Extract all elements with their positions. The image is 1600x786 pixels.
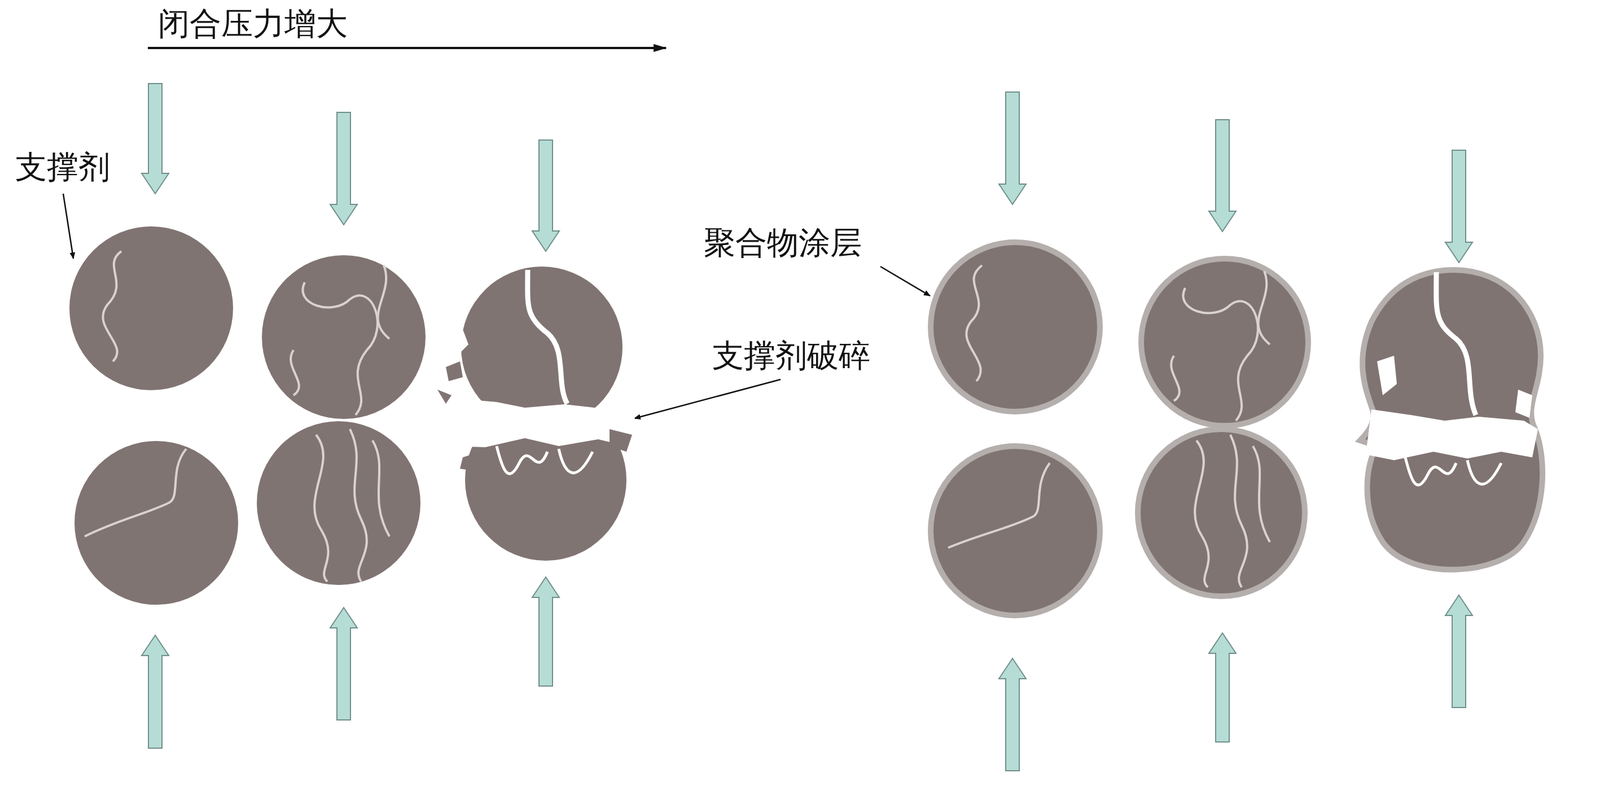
load-arrow: [1208, 119, 1236, 232]
micro-cracks: [948, 265, 1270, 587]
load-arrow: [330, 112, 358, 225]
part-label: 支撑剂: [15, 147, 111, 186]
proppant: [69, 226, 426, 605]
pressure-arrow: [147, 46, 666, 50]
crushed-proppant: [437, 266, 635, 561]
pressure-label: 闭合压力增大: [158, 4, 348, 43]
load-arrow: [330, 607, 358, 720]
leader-line: [634, 379, 781, 419]
load-arrow: [141, 83, 169, 194]
part-label: 支撑剂破碎: [712, 336, 871, 375]
load-arrow: [141, 634, 169, 748]
load-arrow: [1208, 632, 1236, 742]
part-label: 聚合物涂层: [703, 223, 862, 262]
leader-line: [880, 266, 931, 296]
load-arrow: [532, 139, 560, 252]
load-arrow: [532, 576, 560, 686]
micro-cracks: [84, 251, 390, 582]
coated-proppant: [930, 242, 1309, 616]
load-arrow: [1445, 150, 1473, 263]
load-arrow: [998, 91, 1027, 205]
load-arrow: [1445, 594, 1473, 708]
load-arrow: [998, 658, 1027, 771]
coated-crushed-proppant: [1360, 269, 1543, 570]
load-arrows: [141, 83, 1473, 771]
leader-line: [63, 193, 74, 259]
